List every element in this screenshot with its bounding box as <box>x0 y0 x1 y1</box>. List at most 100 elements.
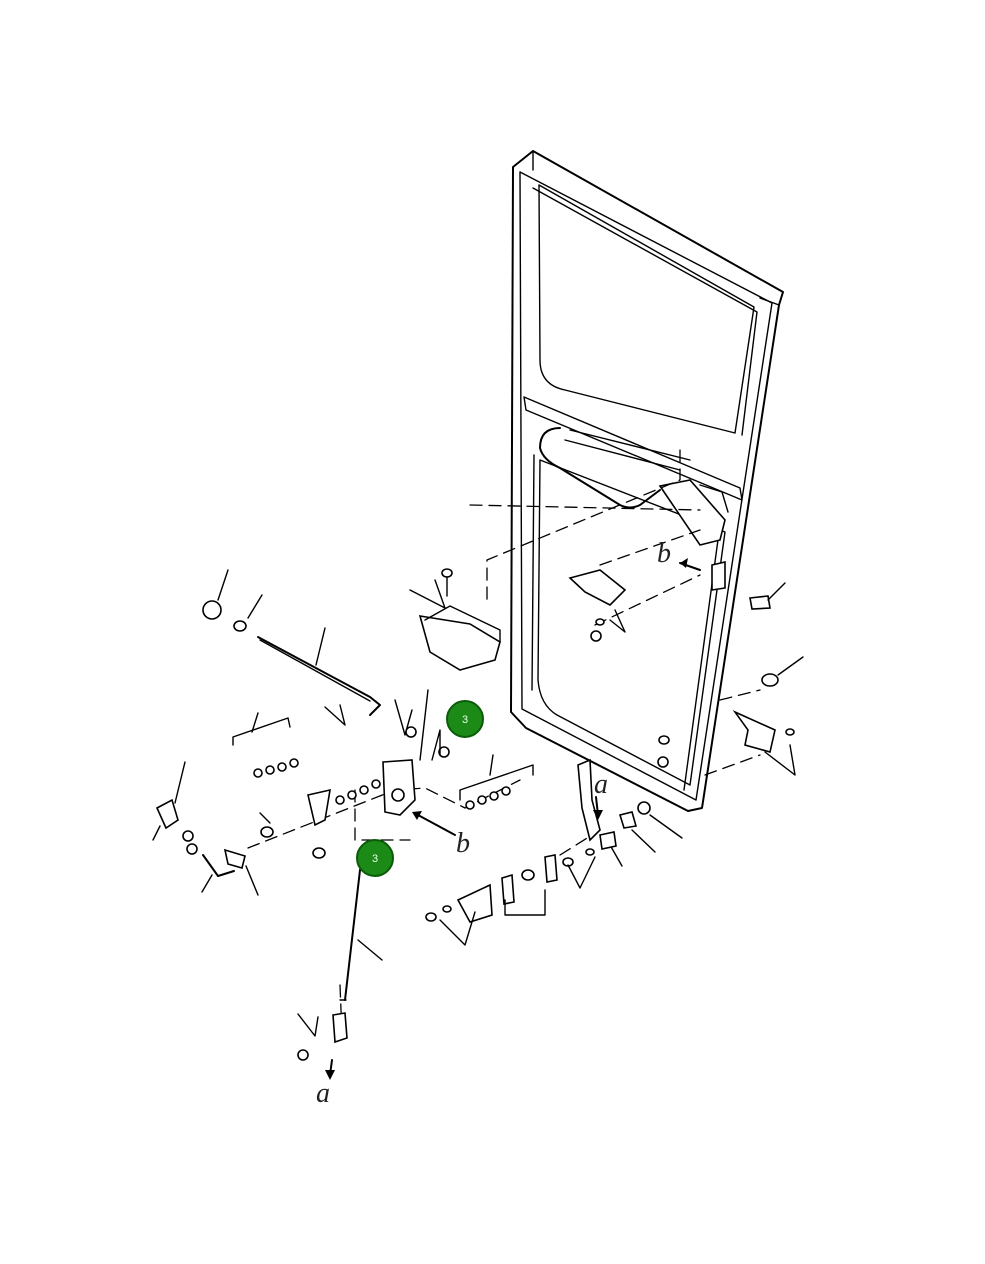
guide-nut <box>521 869 535 881</box>
callout-circle[interactable] <box>356 839 394 877</box>
knob-nut <box>233 620 247 632</box>
arrow-b-door-head <box>680 558 688 568</box>
screw-1 <box>260 826 274 838</box>
leader-bolt-right <box>767 582 786 601</box>
leader-screws <box>324 704 346 726</box>
leader-hinge-2 <box>152 825 161 841</box>
long-rod-assembly: a <box>297 855 391 1109</box>
right-side-parts <box>657 560 804 776</box>
upper-bracket-assembly <box>409 568 501 671</box>
leader-washer-group-right <box>489 754 494 776</box>
assembly-lines <box>247 449 761 1036</box>
leader-latch <box>419 689 429 761</box>
leader-clip <box>609 609 626 633</box>
dash-1 <box>486 449 681 601</box>
nut-lower <box>657 756 669 768</box>
callout-number: 3 <box>372 853 378 865</box>
main-latch-assembly: b <box>232 689 534 859</box>
knob <box>202 600 222 620</box>
clevis-pin <box>297 1049 309 1061</box>
washer-8 <box>371 779 381 789</box>
washer-4 <box>289 758 299 768</box>
long-rod <box>344 855 391 1001</box>
left-bracket-parts <box>152 761 259 896</box>
l-handle <box>202 854 235 877</box>
latch-lever <box>307 788 331 827</box>
leader-upper-bracket <box>409 579 446 609</box>
small-washer <box>585 848 595 856</box>
leader-handle <box>609 844 623 867</box>
washer-10 <box>477 795 487 805</box>
door-outer-edge <box>510 150 784 812</box>
rubber-bumper <box>761 673 779 687</box>
callout-marker-2[interactable]: 3 <box>356 839 394 877</box>
leader-screw-1 <box>259 812 271 824</box>
side-bracket <box>732 710 776 753</box>
bracket-leader-right <box>459 764 534 801</box>
leader-bumper <box>777 656 804 676</box>
view-label-a-lower: a <box>316 1078 330 1109</box>
clip-washer <box>595 618 605 626</box>
washer-11 <box>489 791 499 801</box>
callout-circle[interactable] <box>446 700 484 738</box>
lower-window <box>537 459 726 786</box>
arrow-b-center-head <box>412 811 422 820</box>
lock-cylinder <box>618 811 638 829</box>
upper-bracket-top <box>424 605 501 643</box>
dash-6 <box>704 754 761 776</box>
center-latch-clip <box>568 569 627 642</box>
upper-window-frame <box>532 187 758 436</box>
door-crossbar <box>523 396 743 501</box>
callout-marker-1[interactable]: 3 <box>446 700 484 738</box>
washer-2 <box>265 765 275 775</box>
latch-clip <box>568 569 627 606</box>
cam-plate <box>544 854 558 883</box>
upper-window <box>538 184 755 434</box>
leader-mount-plate <box>439 911 476 946</box>
bracket-leader-guide <box>504 889 546 916</box>
control-rod-shadow <box>259 639 371 702</box>
view-label-b-center: b <box>456 828 470 859</box>
handle-rail <box>564 429 691 471</box>
washer-5 <box>335 795 345 805</box>
leader-nut-b <box>431 729 441 761</box>
upper-bracket <box>418 615 501 671</box>
dash-4 <box>594 574 701 626</box>
plate-washer <box>442 905 452 913</box>
leader-knob-nut <box>247 594 263 619</box>
knob-rod-assembly <box>202 569 381 716</box>
left-nut-2 <box>186 843 198 855</box>
screw-2 <box>312 847 326 859</box>
door-front-face <box>519 171 773 801</box>
handle-bracket <box>658 479 726 546</box>
dash-8 <box>354 789 411 841</box>
nut-a <box>405 726 417 738</box>
dash-5 <box>719 689 761 701</box>
leader-side-bracket <box>764 744 796 776</box>
washer-9 <box>465 800 475 810</box>
dash-2 <box>469 504 701 511</box>
control-rod <box>257 636 381 716</box>
lock-nut <box>637 801 651 815</box>
leader-long-rod <box>357 939 383 961</box>
bolt-right <box>749 595 771 610</box>
plate-screw <box>425 912 437 922</box>
leader-latch-2 <box>394 699 413 736</box>
leader-lock-nut <box>649 814 683 839</box>
arrow-b-center-shaft <box>417 814 456 836</box>
handle-bar <box>539 427 661 509</box>
outside-handle <box>577 758 601 842</box>
door-frame <box>510 150 784 812</box>
handle-bracket-edge <box>699 484 729 513</box>
washer-12 <box>501 786 511 796</box>
striker-plate <box>711 560 726 591</box>
leader-washer-group <box>251 712 259 733</box>
leader-small-clip <box>245 865 259 896</box>
washer-6 <box>347 790 357 800</box>
bracket-leader-left <box>232 717 291 746</box>
inside-handle <box>539 427 729 546</box>
arrow-a-lower-head <box>325 1070 335 1080</box>
view-b-door: b <box>657 538 701 571</box>
door-edge-corner-right <box>759 297 780 306</box>
